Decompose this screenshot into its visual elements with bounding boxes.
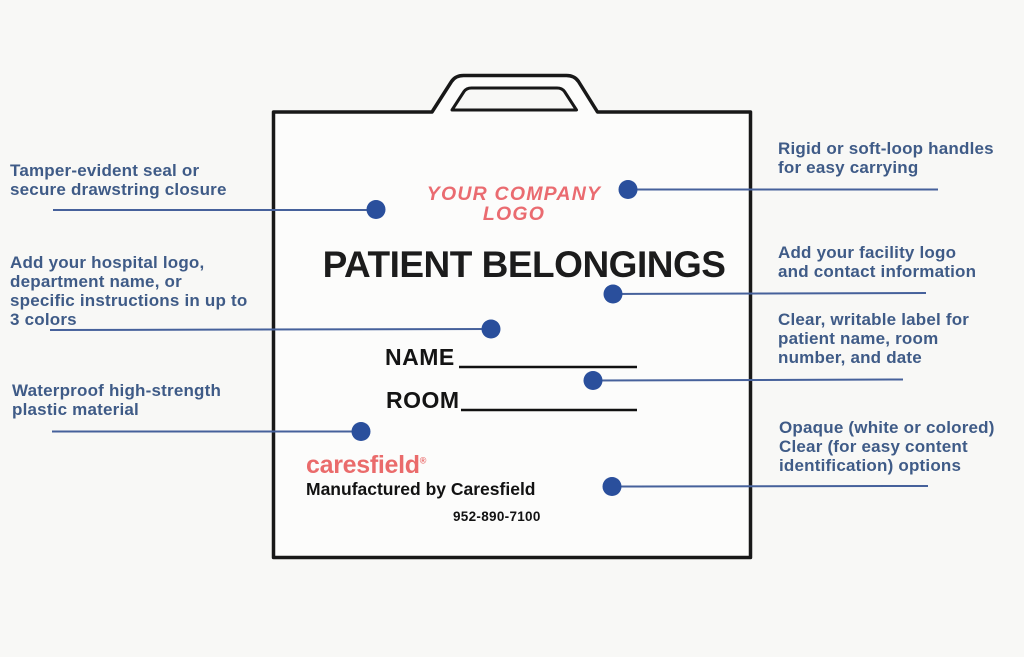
bag-handle-hole — [450, 86, 578, 112]
bag-title: PATIENT BELONGINGS — [322, 244, 726, 285]
callout-line-facility-logo — [612, 292, 927, 295]
callout-label-waterproof: Waterproof high-strength plastic materia… — [12, 381, 222, 419]
callout-dot-writable-label — [583, 371, 603, 390]
callout-label-opacity-options: Opaque (white or colored) Clear (for eas… — [779, 418, 995, 475]
callout-line-opacity-options — [611, 485, 929, 488]
callout-dot-handles — [618, 180, 638, 199]
phone-number: 952-890-7100 — [453, 509, 541, 524]
callout-dot-facility-logo — [603, 284, 623, 304]
callout-dot-tamper-seal — [366, 200, 386, 219]
callout-label-writable-label: Clear, writable label for patient name, … — [778, 310, 970, 367]
callout-dot-custom-printing — [481, 319, 501, 339]
name-field-label: NAME — [385, 344, 455, 370]
callout-dot-opacity-options — [602, 477, 622, 496]
callout-label-handles: Rigid or soft-loop handles for easy carr… — [778, 139, 994, 177]
callout-line-writable-label — [592, 378, 904, 382]
callout-label-facility-logo: Add your facility logo and contact infor… — [778, 243, 977, 281]
callout-dot-waterproof — [351, 422, 371, 441]
registered-trademark-mark: ® — [419, 455, 427, 466]
company-logo-placeholder: YOUR COMPANY LOGO — [426, 183, 602, 225]
callout-line-custom-printing — [49, 328, 492, 331]
caresfield-logo: caresfield® — [306, 451, 426, 480]
room-field-label: ROOM — [386, 387, 460, 413]
manufactured-by-line: Manufactured by Caresfield — [306, 479, 536, 499]
caresfield-logo-text: caresfield — [306, 451, 420, 479]
callout-label-custom-printing: Add your hospital logo, department name,… — [10, 253, 248, 329]
callout-label-tamper-seal: Tamper-evident seal or secure drawstring… — [10, 161, 227, 199]
